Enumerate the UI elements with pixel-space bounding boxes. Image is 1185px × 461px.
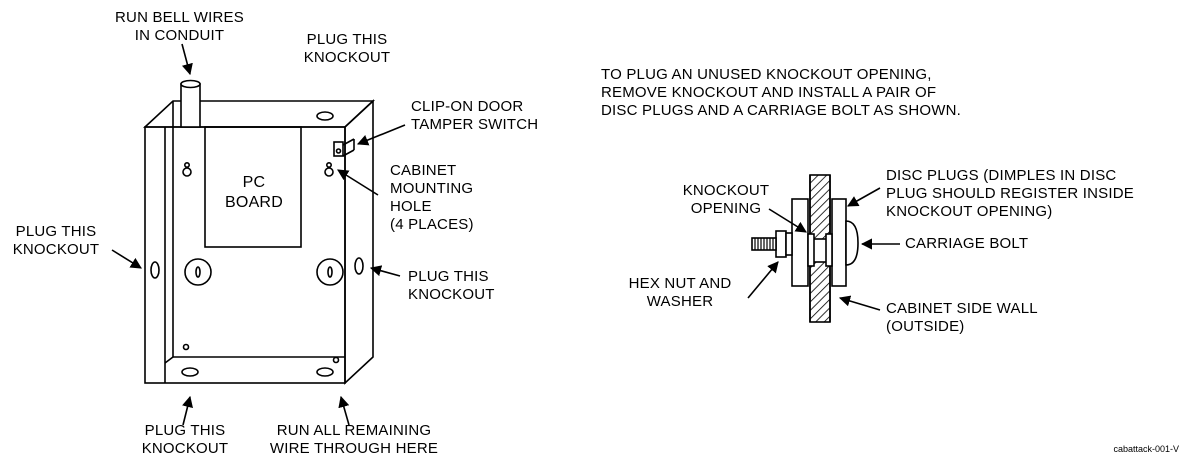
cabinet-drawing [142,79,376,385]
label-run-bell-wires: RUN BELL WIRES IN CONDUIT [115,9,244,44]
knockout-bottom-left [181,367,199,377]
knockout-bottom-right [316,367,334,377]
label-knockout-opening: KNOCKOUT OPENING [682,182,770,217]
knockout-top [316,111,334,121]
knockout-left [150,261,160,279]
wall-upper [809,174,831,240]
mounting-hole-right [324,162,334,177]
label-cabinet-side-wall: CABINET SIDE WALL (OUTSIDE) [886,300,1038,335]
label-plug-top: PLUG THIS KNOCKOUT [303,31,391,66]
cabinet-arrows [111,43,406,426]
hex-nut [785,232,793,256]
knockout-right [354,257,364,275]
arrow-plug-bottom [182,395,193,426]
label-disc-plugs: DISC PLUGS (DIMPLES IN DISC PLUG SHOULD … [886,167,1134,220]
figure-id: cabattack-001-V [1113,444,1179,454]
detail-arrows [747,187,900,311]
label-carriage-bolt: CARRIAGE BOLT [905,235,1029,252]
label-clip-on-tamper: CLIP-ON DOOR TAMPER SWITCH [411,98,539,133]
cabinet-front [144,126,346,384]
label-pc-board: PC BOARD [225,174,283,211]
label-plug-left: PLUG THIS KNOCKOUT [12,223,100,258]
boss-right [316,258,344,286]
mounting-hole-left [182,162,192,177]
label-cabinet-mounting-hole: CABINET MOUNTING HOLE (4 PLACES) [390,162,474,233]
wall-lower [809,261,831,323]
arrow-hex-nut [747,261,779,299]
arrow-side-wall [838,295,881,311]
boss-left [184,258,212,286]
arrow-disc-plugs [847,187,881,207]
arrow-mounting-hole [337,169,379,196]
knockout-detail-drawing [751,174,859,323]
arrow-tamper-switch [356,124,406,146]
label-plug-right: PLUG THIS KNOCKOUT [408,268,495,303]
carriage-bolt-head [845,220,859,266]
washer [775,230,787,258]
arrow-run-remaining [338,395,350,426]
disc-plug-outer [831,198,847,287]
tamper-switch [333,138,355,157]
arrow-plug-left [111,249,142,269]
label-run-remaining-wire: RUN ALL REMAINING WIRE THROUGH HERE [269,422,439,457]
label-plug-bottom: PLUG THIS KNOCKOUT [141,422,229,457]
label-hex-nut-washer: HEX NUT AND WASHER [628,275,732,310]
cabinet-top-face [142,100,376,128]
pc-board [204,126,302,248]
arrow-knockout-opening [768,208,807,233]
label-instructions: TO PLUG AN UNUSED KNOCKOUT OPENING, REMO… [601,66,962,119]
arrow-bell-wires [181,43,193,76]
arrow-plug-right [369,265,401,277]
cabinet-right-face [344,99,374,385]
conduit [180,83,201,128]
disc-plug-inner [791,198,809,287]
